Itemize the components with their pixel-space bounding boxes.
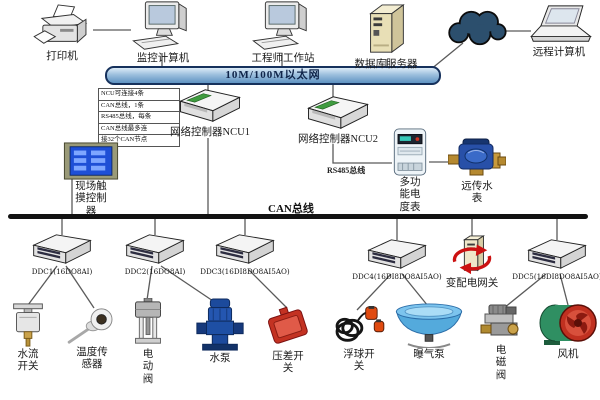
ddc2-node: DDC2(16DO8AI): [100, 232, 210, 276]
ncu2-node: 网络控制器NCU2: [288, 93, 388, 146]
gateway-icon: [452, 235, 492, 275]
touch-screen-icon: [63, 142, 119, 180]
power-meter-label: 多功能电度表: [399, 177, 421, 213]
ddc-controller-icon: [125, 234, 185, 264]
ddc1-label: DDC1(16DO8AI): [31, 267, 93, 276]
pressure-switch-icon: [267, 306, 308, 344]
server-icon: [369, 3, 405, 54]
note-line: 接32个CAN节点: [98, 134, 180, 147]
cloud-icon: [448, 10, 507, 46]
ddc3-node: DDC3(16DI8DO8AI5AO): [190, 232, 300, 276]
ddc-controller-icon: [215, 234, 275, 264]
solenoid-valve-label: 电磁阀: [495, 345, 507, 381]
ddc2-label: DDC2(16DO8AI): [124, 267, 186, 276]
ncu1-node: 网络控制器NCU1: [160, 86, 260, 139]
water-meter-label: 远传水表: [461, 181, 493, 205]
database-server-node: 数据库服务器: [344, 2, 428, 71]
gateway-node: 变配电网关: [440, 235, 504, 290]
printer-icon: [33, 4, 88, 44]
fan-node: 风机: [538, 302, 598, 361]
electric-valve-node: 电动阀: [128, 298, 168, 386]
database-server-label: 数据库服务器: [354, 59, 418, 70]
aeration-pump-label: 曝气泵: [413, 349, 445, 360]
cloud-node: [441, 7, 511, 49]
ddc1-node: DDC1(16DO8AI): [7, 232, 117, 276]
power-meter-node: 多功能电度表: [390, 128, 430, 214]
water-pump-icon: [196, 298, 244, 351]
ethernet-bus-bar: 10M/100M以太网: [105, 66, 441, 85]
ncu2-label: 网络控制器NCU2: [298, 134, 378, 145]
remote-computer-label: 远程计算机: [532, 47, 586, 58]
ethernet-bus-label: 10M/100M以太网: [225, 69, 321, 81]
water-pump-node: 水泵: [196, 298, 244, 365]
ddc3-label: DDC3(16DI8DO8AI5AO): [200, 267, 290, 276]
ncu-note-box: NCU可连接4条 CAN总线，1条 RS485总线，每条 CAN总线最多连 接3…: [98, 88, 180, 147]
laptop-icon: [530, 5, 592, 42]
printer-node: 打印机: [20, 4, 104, 63]
solenoid-valve-icon: [480, 304, 519, 336]
flow-switch-icon: [13, 303, 43, 347]
remote-computer-node: 远程计算机: [520, 4, 598, 59]
solenoid-valve-node: 电磁阀: [478, 304, 524, 382]
ddc4-label: DDC4(16DI8DO8AI5AO): [352, 272, 442, 281]
ncu1-label: 网络控制器NCU1: [170, 127, 250, 138]
water-meter-icon: [448, 138, 506, 176]
ddc-controller-icon: [527, 239, 587, 269]
temperature-sensor-node: 温度传感器: [66, 306, 118, 372]
temperature-sensor-label: 温度传感器: [76, 347, 108, 371]
electric-valve-icon: [135, 298, 161, 344]
note-line: CAN总线最多连: [98, 122, 180, 134]
electric-valve-label: 电动阀: [142, 349, 154, 385]
note-line: CAN总线，1条: [98, 99, 180, 111]
aeration-pump-icon: [395, 303, 463, 348]
ddc5-node: DDC5(16DI8DO8AI5AO): [502, 237, 600, 281]
pressure-switch-label: 压差开关: [272, 351, 304, 375]
rs485-bus-label: RS485总线: [327, 166, 366, 175]
can-bus-label: CAN总线: [268, 203, 314, 215]
note-line: NCU可连接4条: [98, 88, 180, 100]
ddc5-label: DDC5(16DI8DO8AI5AO): [512, 272, 600, 281]
ddc4-node: DDC4(16DI8DO8AI5AO): [342, 237, 452, 281]
fan-icon: [539, 304, 597, 345]
ncu-router-icon: [179, 89, 241, 123]
gateway-label: 变配电网关: [445, 278, 499, 289]
float-switch-label: 浮球开关: [343, 349, 375, 373]
touch-controller-node: 现场触摸控制器: [58, 142, 124, 218]
note-line: RS485总线，每条: [98, 111, 180, 123]
desktop-computer-icon: [132, 1, 187, 50]
touch-controller-label: 现场触摸控制器: [75, 181, 107, 217]
ddc-controller-icon: [32, 234, 92, 264]
water-meter-node: 远传水表: [448, 136, 506, 206]
workstation-node: 工程师工作站: [240, 0, 326, 65]
fan-label: 风机: [557, 349, 579, 360]
power-meter-icon: [393, 128, 427, 176]
monitor-computer-node: 监控计算机: [120, 0, 206, 65]
float-switch-icon: [335, 306, 385, 342]
ncu-router-icon: [307, 96, 369, 130]
printer-label: 打印机: [46, 51, 78, 62]
monitor-computer-label: 监控计算机: [136, 53, 190, 64]
workstation-label: 工程师工作站: [251, 53, 315, 64]
aeration-pump-node: 曝气泵: [390, 302, 468, 361]
flow-switch-label: 水流开关: [17, 349, 39, 373]
temperature-sensor-icon: [67, 308, 113, 344]
pressure-switch-node: 压差开关: [262, 304, 314, 376]
float-switch-node: 浮球开关: [330, 306, 388, 374]
water-pump-label: 水泵: [209, 353, 231, 364]
flow-switch-node: 水流开关: [6, 302, 50, 374]
ddc-controller-icon: [367, 239, 427, 269]
can-bus-bar: [8, 214, 588, 219]
desktop-computer-icon: [252, 1, 307, 50]
